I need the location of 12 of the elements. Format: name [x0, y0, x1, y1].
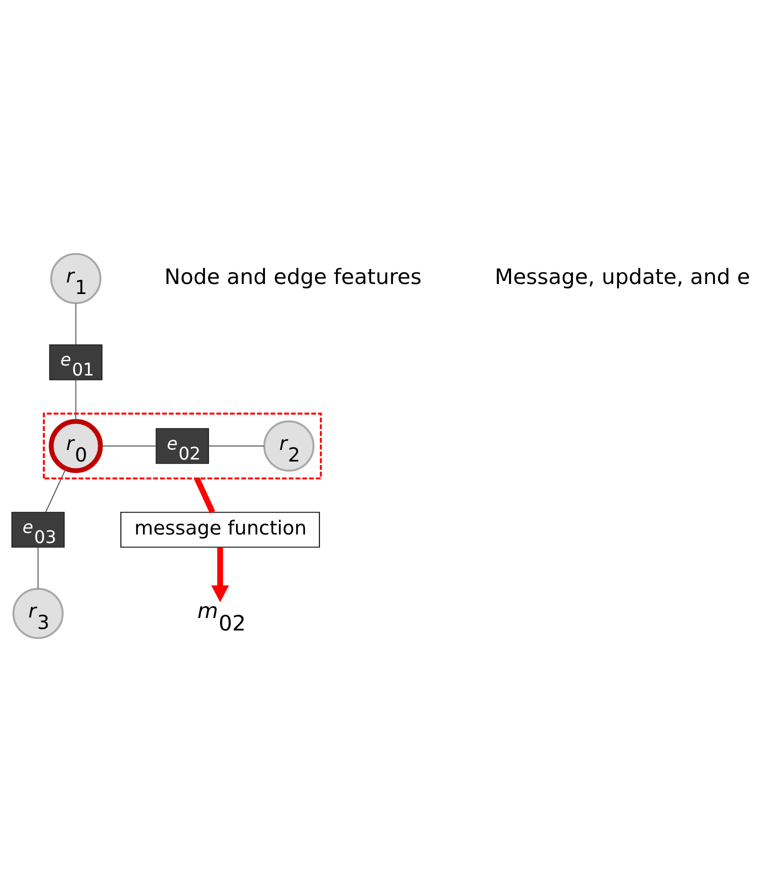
label: Node and edge features [164, 264, 422, 290]
connector [75, 302, 76, 345]
connector [45, 468, 66, 512]
connector [208, 445, 265, 446]
connector [194, 476, 216, 513]
connector [38, 546, 39, 589]
cluster [42, 412, 322, 479]
arrow [211, 546, 229, 602]
label: Message, update, and e [494, 264, 750, 290]
connector [75, 378, 76, 422]
node-box: message function [120, 511, 320, 548]
connector [100, 445, 156, 446]
